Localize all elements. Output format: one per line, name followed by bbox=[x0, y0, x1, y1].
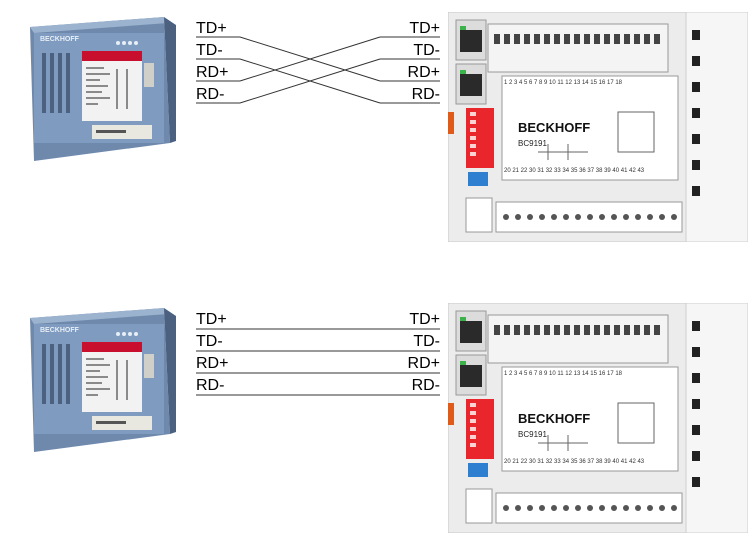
left-td-minus-label: TD- bbox=[196, 333, 223, 350]
controller-brand-text: BECKHOFF bbox=[518, 411, 590, 426]
industrial-pc-icon: BECKHOFF bbox=[30, 308, 176, 452]
wire-rd-minus-to-td-minus bbox=[239, 58, 381, 104]
bus-terminal-controller-icon: 1 2 3 4 5 6 7 8 9 10 11 12 13 14 15 16 1… bbox=[448, 12, 748, 242]
bus-terminal-controller: 1 2 3 4 5 6 7 8 9 10 11 12 13 14 15 16 1… bbox=[448, 303, 748, 533]
pc-brand-text: BECKHOFF bbox=[40, 327, 80, 334]
straight-cable bbox=[196, 328, 440, 396]
straight-panel: BECKHOFF TD+ TD- RD+ RD- TD+ TD- RD+ RD- bbox=[0, 275, 750, 550]
right-rd-plus-label: RD+ bbox=[407, 355, 440, 372]
right-rd-plus-label: RD+ bbox=[407, 64, 440, 81]
controller-model-text: BC9191 bbox=[518, 139, 547, 148]
left-rd-minus-label: RD- bbox=[196, 86, 225, 103]
left-rd-plus-label: RD+ bbox=[196, 355, 229, 372]
right-rd-minus-label: RD- bbox=[411, 377, 440, 394]
bus-terminal-controller: 1 2 3 4 5 6 7 8 9 10 11 12 13 14 15 16 1… bbox=[448, 12, 748, 242]
svg-text:20 21 22 30 31 32 33 34 35 36: 20 21 22 30 31 32 33 34 35 36 37 38 39 4… bbox=[504, 168, 645, 174]
controller-model-text: BC9191 bbox=[518, 430, 547, 439]
right-td-minus-label: TD- bbox=[413, 333, 440, 350]
right-td-minus-label: TD- bbox=[413, 42, 440, 59]
wire-rd-plus-to-td-plus bbox=[239, 36, 381, 82]
crossover-panel: BECKHOFF TD+ TD- RD+ RD- TD+ TD- RD+ RD- bbox=[16, 12, 748, 242]
controller-brand-text: BECKHOFF bbox=[518, 120, 590, 135]
svg-text:20 21 22 30 31 32 33 34 35 36: 20 21 22 30 31 32 33 34 35 36 37 38 39 4… bbox=[504, 459, 645, 465]
pc-brand-text: BECKHOFF bbox=[40, 36, 80, 43]
industrial-pc: BECKHOFF bbox=[16, 304, 178, 454]
svg-text:1 2 3 4 5 6 7 8 9 10 11 12 13: 1 2 3 4 5 6 7 8 9 10 11 12 13 14 15 16 1… bbox=[504, 371, 623, 377]
left-td-plus-label: TD+ bbox=[196, 311, 227, 328]
crossover-cable bbox=[196, 36, 440, 104]
right-td-plus-label: TD+ bbox=[409, 311, 440, 328]
industrial-pc: BECKHOFF bbox=[16, 13, 178, 163]
left-rd-plus-label: RD+ bbox=[196, 64, 229, 81]
svg-text:1 2 3 4 5 6 7 8 9 10 11 12 13: 1 2 3 4 5 6 7 8 9 10 11 12 13 14 15 16 1… bbox=[504, 80, 623, 86]
bus-terminal-controller-icon: 1 2 3 4 5 6 7 8 9 10 11 12 13 14 15 16 1… bbox=[448, 303, 748, 533]
left-td-plus-label: TD+ bbox=[196, 20, 227, 37]
industrial-pc-icon: BECKHOFF bbox=[30, 17, 176, 161]
right-rd-minus-label: RD- bbox=[411, 86, 440, 103]
right-td-plus-label: TD+ bbox=[409, 20, 440, 37]
left-td-minus-label: TD- bbox=[196, 42, 223, 59]
left-rd-minus-label: RD- bbox=[196, 377, 225, 394]
